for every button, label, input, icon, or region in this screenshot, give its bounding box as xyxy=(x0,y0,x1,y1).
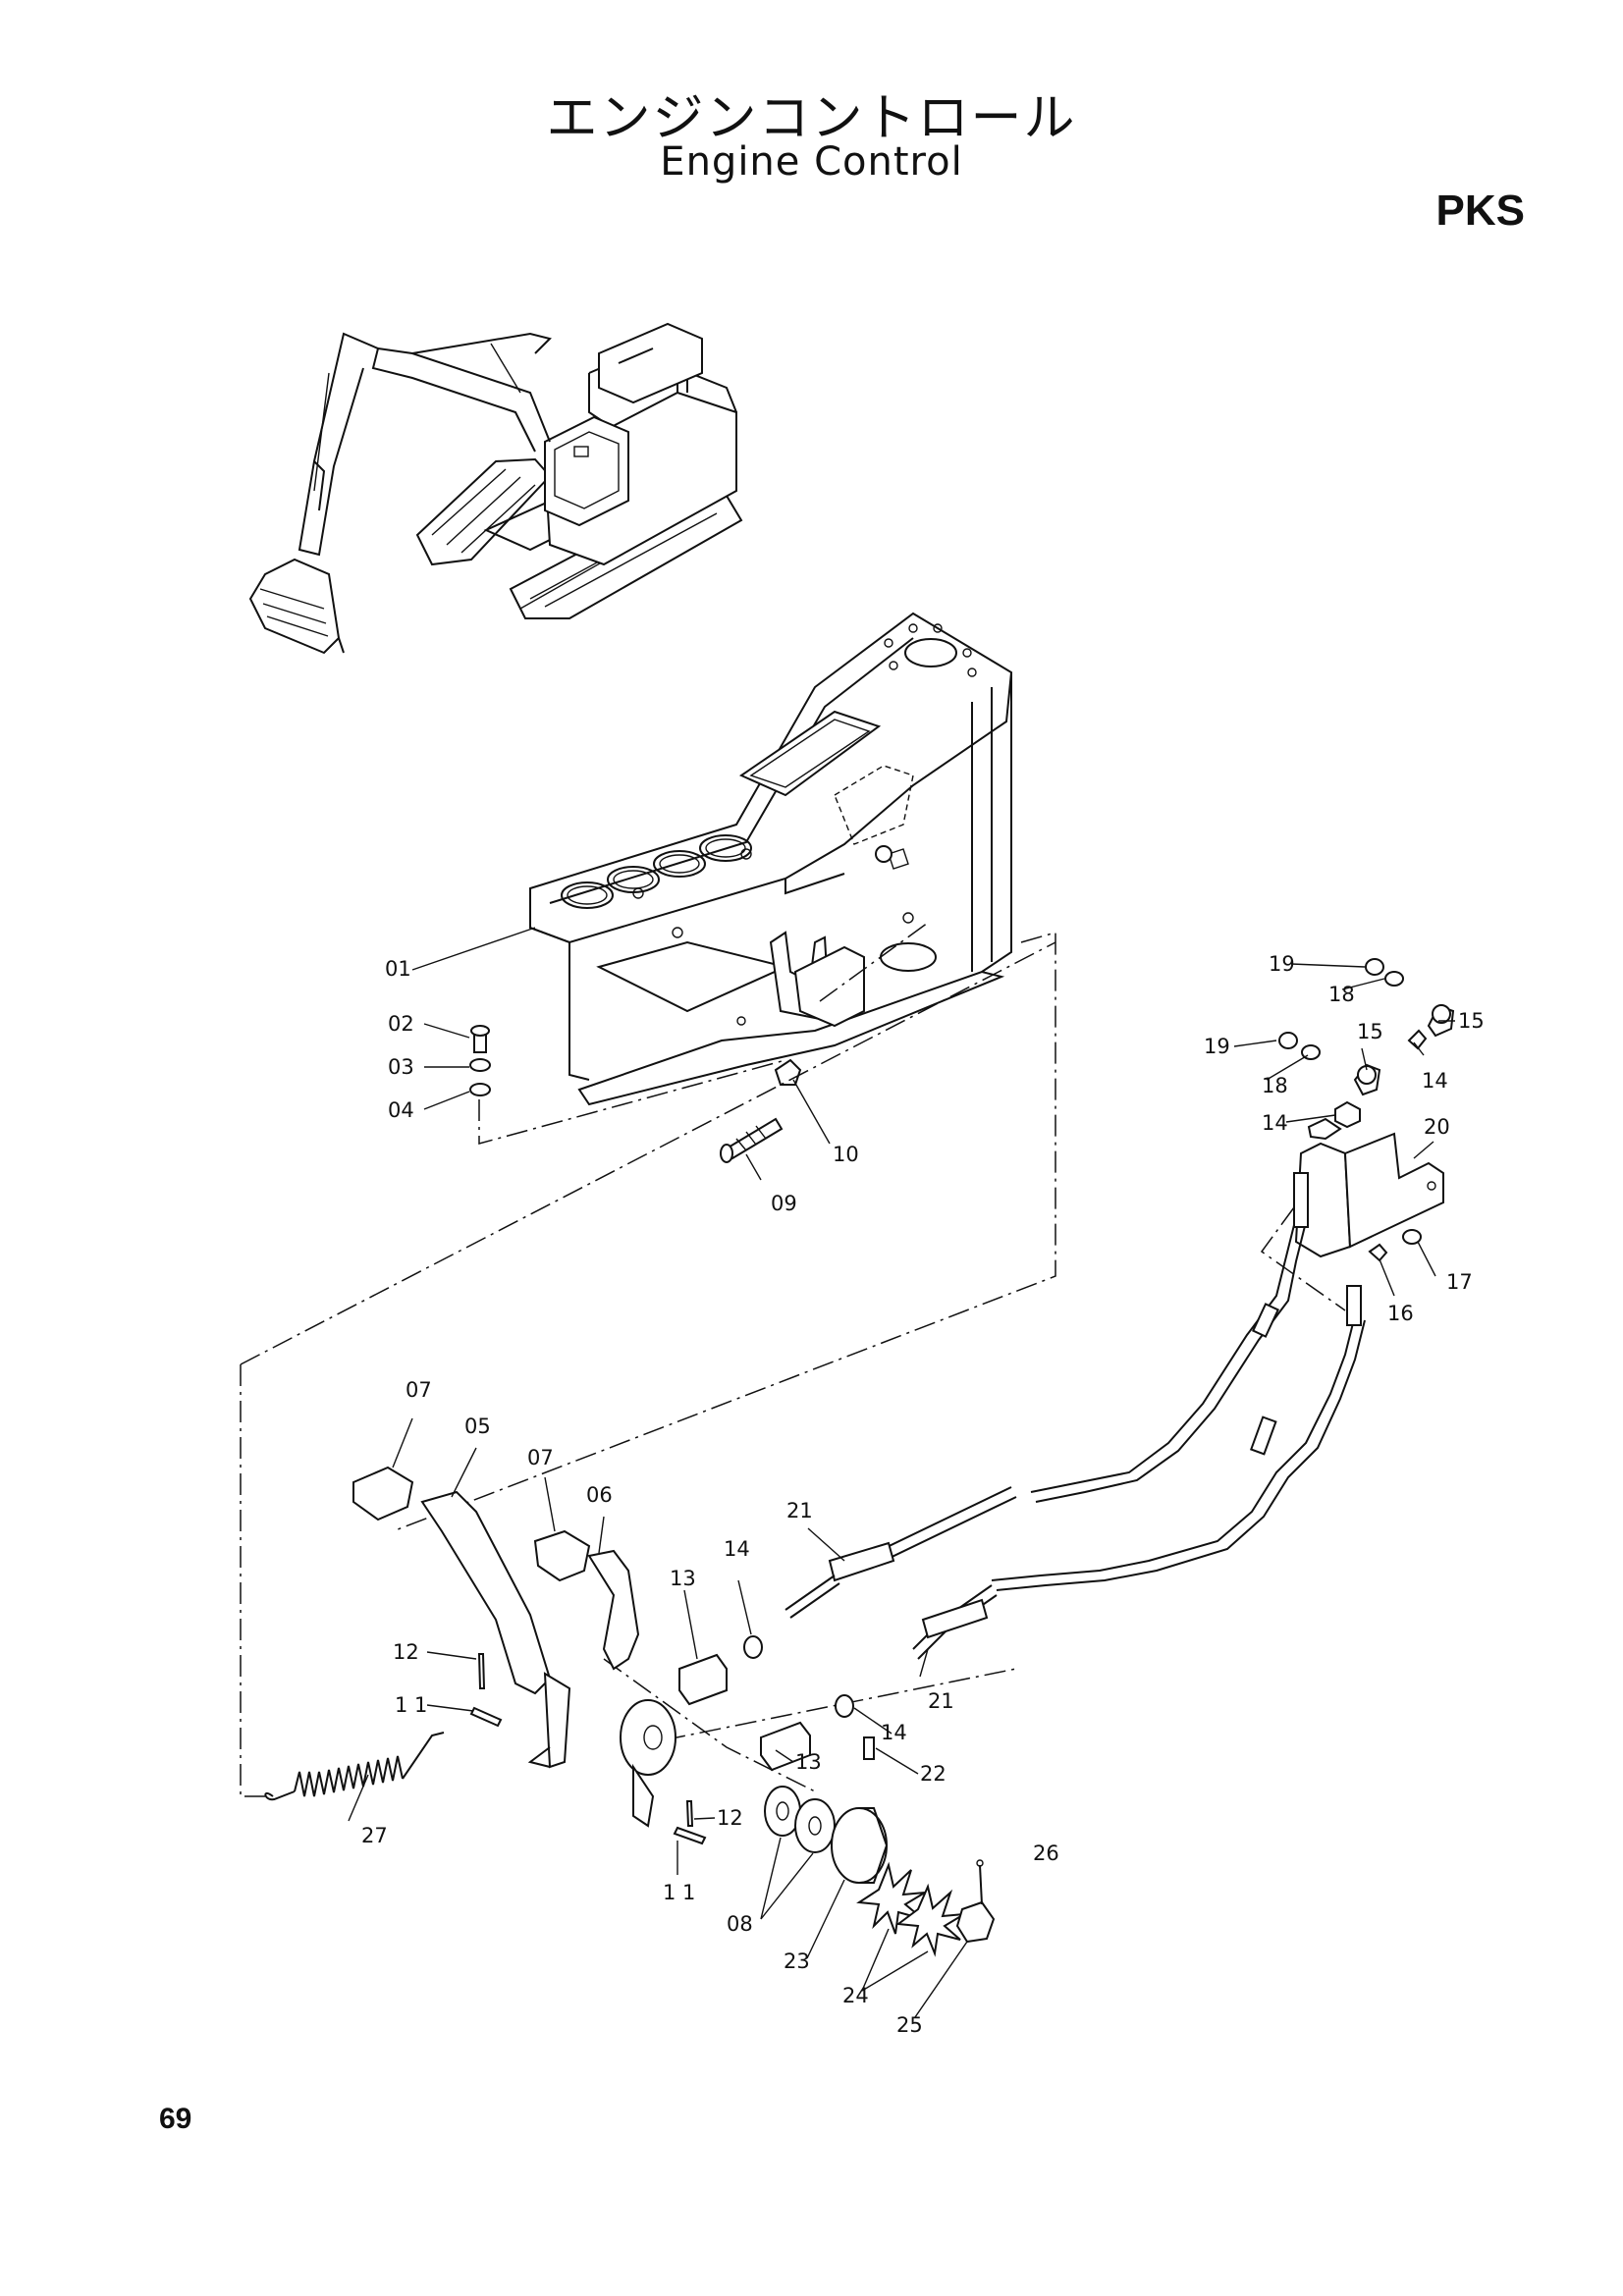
callout-18a: 18 xyxy=(1328,983,1355,1006)
callout-13a: 13 xyxy=(670,1567,696,1590)
callout-14c: 14 xyxy=(724,1537,750,1561)
callout-01: 01 xyxy=(385,957,411,981)
model-code: PKS xyxy=(1435,187,1525,235)
callout-14a: 14 xyxy=(1422,1069,1448,1093)
callout-09: 09 xyxy=(771,1192,797,1215)
callout-07a: 07 xyxy=(406,1378,432,1402)
callout-20: 20 xyxy=(1424,1115,1450,1139)
throttle-cables xyxy=(784,1172,1366,1660)
callout-04: 04 xyxy=(388,1098,414,1122)
page-number: 69 xyxy=(159,2103,192,2135)
callout-18b: 18 xyxy=(1262,1074,1288,1097)
callout-15b: 15 xyxy=(1357,1020,1383,1043)
console-frame xyxy=(529,612,1013,1106)
callout-22: 22 xyxy=(920,1762,947,1786)
callout-21b: 21 xyxy=(928,1689,954,1713)
callout-24: 24 xyxy=(842,1984,869,2007)
callout-05: 05 xyxy=(464,1415,491,1438)
callout-27: 27 xyxy=(361,1824,388,1847)
title-japanese: エンジンコントロール xyxy=(546,89,1077,148)
callout-14d: 14 xyxy=(881,1721,907,1744)
throttle-lever-group xyxy=(264,1466,996,1957)
assembly-phantom-lines xyxy=(240,922,1346,1797)
callout-19b: 19 xyxy=(1204,1035,1230,1058)
callout-17: 17 xyxy=(1446,1270,1473,1294)
excavator-illustration xyxy=(248,322,743,655)
callout-16: 16 xyxy=(1387,1302,1414,1325)
callout-19a: 19 xyxy=(1269,952,1295,976)
callout-21a: 21 xyxy=(786,1499,813,1522)
callout-11b: 1 1 xyxy=(663,1881,695,1904)
callout-07b: 07 xyxy=(527,1446,554,1469)
callout-08: 08 xyxy=(727,1912,753,1936)
title-english: Engine Control xyxy=(660,139,963,185)
callout-26: 26 xyxy=(1033,1842,1059,1865)
callout-02: 02 xyxy=(388,1012,414,1036)
callout-labels: 01 02 03 04 09 10 19 18 15 19 15 18 14 1… xyxy=(361,952,1485,2037)
callout-23: 23 xyxy=(784,1949,810,1973)
callout-10: 10 xyxy=(833,1143,859,1166)
callout-14b: 14 xyxy=(1262,1111,1288,1135)
cable-bracket-group xyxy=(1278,958,1455,1262)
callout-03: 03 xyxy=(388,1055,414,1079)
callout-13b: 13 xyxy=(795,1750,822,1774)
callout-12b: 12 xyxy=(717,1806,743,1830)
leader-lines xyxy=(348,927,1455,2018)
callout-06: 06 xyxy=(586,1483,613,1507)
callout-25: 25 xyxy=(896,2013,923,2037)
callout-15a: 15 xyxy=(1458,1009,1485,1033)
callout-12a: 12 xyxy=(393,1640,419,1664)
callout-11a: 1 1 xyxy=(395,1693,427,1717)
